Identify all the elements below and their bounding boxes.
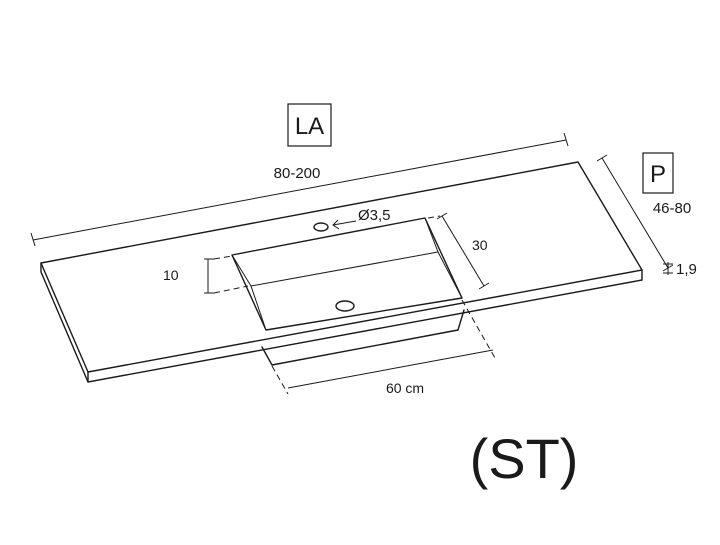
hole-arrow [332,219,357,230]
basin-length-label: 60 cm [386,380,424,396]
basin [231,217,463,331]
faucet-hole [313,222,329,232]
basin-depth-label: 10 [163,267,179,283]
drain-hole [335,300,355,312]
basin-width-label: 30 [472,237,488,253]
basin-width-dimension [427,212,490,290]
width-tag: LA [295,113,324,140]
model-code: (ST) [470,427,579,490]
thickness-marker [663,262,673,275]
thickness-label: 1,9 [676,261,697,278]
basin-length-dimension [271,299,496,395]
countertop-slab [40,161,643,383]
width-range: 80-200 [274,165,321,182]
hole-diameter-label: Ø3,5 [358,207,391,224]
basin-underside [261,309,465,366]
width-tag-box [287,103,332,147]
depth-tag: P [650,161,666,188]
basin-depth-dimension [204,255,249,294]
width-dimension-line [30,132,569,247]
depth-range: 46-80 [653,200,691,217]
depth-tag-box [642,152,674,194]
